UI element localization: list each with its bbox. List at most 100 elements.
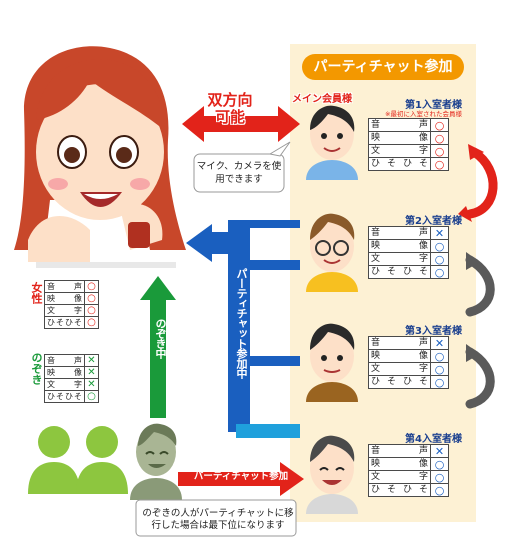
cap-label: ひそひそ	[368, 483, 431, 497]
cap-mark: ○	[430, 239, 449, 253]
party-join-arrow	[178, 462, 304, 496]
cap-mark: ○	[84, 292, 99, 305]
cap-label: ひそひそ	[368, 265, 431, 279]
cap-label: 文 字	[44, 304, 85, 317]
slot-3-capability-table: 音 声✕ 映 像○ 文 字○ ひそひそ○	[368, 336, 449, 389]
cap-mark: ✕	[84, 354, 99, 367]
peeker-silhouettes	[28, 423, 297, 537]
table-row: 映 像✕	[44, 366, 99, 379]
cap-mark: ✕	[84, 366, 99, 379]
cap-label: 音 声	[368, 336, 431, 350]
party-chat-arrow	[186, 220, 300, 438]
panel-title: パーティチャット参加	[313, 59, 453, 75]
cap-mark: ○	[430, 252, 449, 266]
cap-label: ひそひそ	[368, 157, 431, 171]
cap-mark: ○	[430, 457, 449, 471]
table-row: 映 像○	[44, 292, 99, 305]
cap-mark: ✕	[84, 378, 99, 391]
slot-4-capability-table: 音 声✕ 映 像○ 文 字○ ひそひそ○	[368, 444, 449, 497]
table-row: 文 字○	[368, 144, 449, 158]
table-row: 映 像○	[368, 349, 449, 363]
cap-label: 映 像	[368, 349, 431, 363]
table-row: ひそひそ○	[368, 157, 449, 171]
cap-label: 文 字	[368, 252, 431, 266]
cap-mark: ○	[430, 157, 449, 171]
cap-mark: ○	[84, 316, 99, 329]
table-row: ひそひそ○	[368, 375, 449, 389]
cap-label: 音 声	[44, 354, 85, 367]
panel-title-pill	[302, 54, 464, 80]
mic-camera-bubble	[193, 141, 291, 193]
peeking-arrow	[140, 276, 176, 418]
cap-mark: ○	[430, 131, 449, 145]
table-row: 映 像○	[368, 239, 449, 253]
cap-label: 音 声	[368, 226, 431, 240]
cap-label: ひそひそ	[368, 375, 431, 389]
cap-label: 音 声	[44, 280, 85, 293]
cap-label: 文 字	[44, 378, 85, 391]
table-row: ひそひそ○	[368, 483, 449, 497]
slot-1-capability-table: 音 声○ 映 像○ 文 字○ ひそひそ○	[368, 118, 449, 171]
slot-1-note: ※最初に入室された会員様	[385, 110, 462, 118]
table-row: 音 声○	[44, 280, 99, 293]
cap-mark: ○	[84, 390, 99, 403]
table-row: 音 声✕	[368, 444, 449, 458]
cap-mark: ○	[430, 483, 449, 497]
party-join-label: パーティチャット参加	[193, 471, 289, 482]
cap-mark: ○	[84, 304, 99, 317]
cap-label: 映 像	[44, 366, 85, 379]
cap-label: 文 字	[368, 144, 431, 158]
two-way-line2: 可能	[214, 108, 245, 126]
cap-label: 音 声	[368, 444, 431, 458]
cap-mark: ✕	[430, 226, 449, 240]
female-label: 女性	[30, 282, 43, 304]
slot-3-title: 第3入室者様	[405, 326, 462, 337]
rotation-arrows	[465, 147, 498, 409]
table-row: 文 字○	[368, 362, 449, 376]
table-row: 映 像○	[368, 457, 449, 471]
slot-1-title: 第1入室者様	[405, 100, 462, 111]
cap-mark: ○	[430, 265, 449, 279]
slot-2-capability-table: 音 声✕ 映 像○ 文 字○ ひそひそ○	[368, 226, 449, 279]
table-row: 音 声✕	[368, 226, 449, 240]
table-row: ひそひそ○	[44, 316, 99, 329]
cap-label: 音 声	[368, 118, 431, 132]
peeker-label: のぞき	[30, 352, 43, 385]
slot-4-title: 第4入室者様	[405, 434, 462, 445]
table-row: 音 声✕	[44, 354, 99, 367]
cap-mark: ○	[430, 375, 449, 389]
cap-mark: ✕	[430, 336, 449, 350]
cap-label: ひそひそ	[44, 390, 85, 403]
table-row: 文 字○	[368, 470, 449, 484]
table-row: 音 声○	[368, 118, 449, 132]
table-row: ひそひそ○	[44, 390, 99, 403]
table-row: 文 字○	[368, 252, 449, 266]
cap-label: 映 像	[44, 292, 85, 305]
cap-mark: ○	[430, 362, 449, 376]
cap-label: 映 像	[368, 239, 431, 253]
main-member-label: メイン会員様	[292, 94, 352, 105]
two-way-label: 双方向 可能	[196, 92, 264, 126]
cap-label: ひそひそ	[44, 316, 85, 329]
table-row: ひそひそ○	[368, 265, 449, 279]
peeker-capability-table: 音 声✕ 映 像✕ 文 字✕ ひそひそ○	[44, 354, 99, 403]
cap-label: 映 像	[368, 131, 431, 145]
table-row: 文 字✕	[44, 378, 99, 391]
table-row: 映 像○	[368, 131, 449, 145]
cap-label: 文 字	[368, 362, 431, 376]
mic-camera-note: マイク、カメラを使用できます	[196, 161, 282, 185]
cap-mark: ○	[84, 280, 99, 293]
cap-label: 文 字	[368, 470, 431, 484]
party-chat-active-label: パーティチャット参加中	[235, 268, 248, 378]
slot-2-title: 第2入室者様	[405, 216, 462, 227]
cap-label: 映 像	[368, 457, 431, 471]
two-way-arrow	[182, 106, 300, 142]
female-capability-table: 音 声○ 映 像○ 文 字○ ひそひそ○	[44, 280, 99, 329]
female-host-illustration	[14, 46, 186, 268]
cap-mark: ○	[430, 349, 449, 363]
member-avatars	[306, 105, 358, 514]
table-row: 音 声✕	[368, 336, 449, 350]
cap-mark: ○	[430, 470, 449, 484]
table-row: 文 字○	[44, 304, 99, 317]
